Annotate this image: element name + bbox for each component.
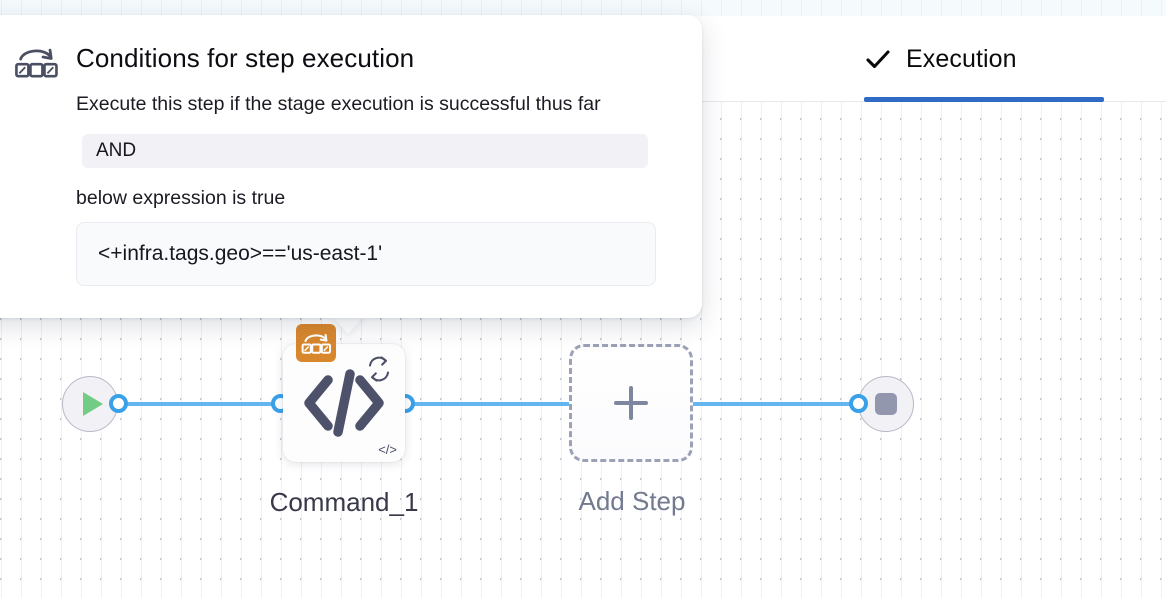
retry-loop-icon xyxy=(363,353,395,385)
tab-execution-active-indicator xyxy=(864,97,1104,102)
tooltip-operator-field[interactable]: AND xyxy=(82,134,648,168)
canvas-top-band xyxy=(0,0,1166,16)
code-brackets-small-icon: </> xyxy=(378,442,397,457)
code-brackets-icon xyxy=(283,344,405,462)
tooltip-expression-field[interactable]: <+infra.tags.geo>=='us-east-1' xyxy=(76,222,656,286)
edge-addstep-to-end xyxy=(630,402,868,406)
step-node-command-1[interactable]: </> xyxy=(283,344,405,462)
tab-execution-label: Execution xyxy=(906,44,1017,73)
tooltip-condition-line-1: Execute this step if the stage execution… xyxy=(76,93,601,115)
tooltip-condition-line-2: below expression is true xyxy=(76,187,286,209)
tooltip-conditional-execution-icon xyxy=(14,43,58,81)
conditional-execution-tooltip: Conditions for step execution Execute th… xyxy=(0,15,702,318)
connector-dot-end-in[interactable] xyxy=(849,394,868,413)
step-label-command-1: Command_1 xyxy=(269,487,419,517)
edge-start-to-command xyxy=(108,402,316,406)
tooltip-title: Conditions for step execution xyxy=(76,43,415,73)
play-icon xyxy=(83,392,103,416)
check-icon xyxy=(864,45,892,73)
tab-execution[interactable]: Execution xyxy=(864,16,1104,102)
conditional-execution-icon xyxy=(301,333,331,354)
add-step-label: Add Step xyxy=(578,486,686,516)
connector-dot-start-out[interactable] xyxy=(109,394,128,413)
stop-icon xyxy=(875,393,897,415)
add-step-button[interactable] xyxy=(569,344,693,462)
pipeline-start-node[interactable] xyxy=(62,376,118,432)
plus-icon xyxy=(614,386,648,420)
tooltip-pointer xyxy=(330,314,366,334)
conditional-execution-badge[interactable] xyxy=(296,324,336,362)
edge-command-to-addstep xyxy=(396,402,636,406)
